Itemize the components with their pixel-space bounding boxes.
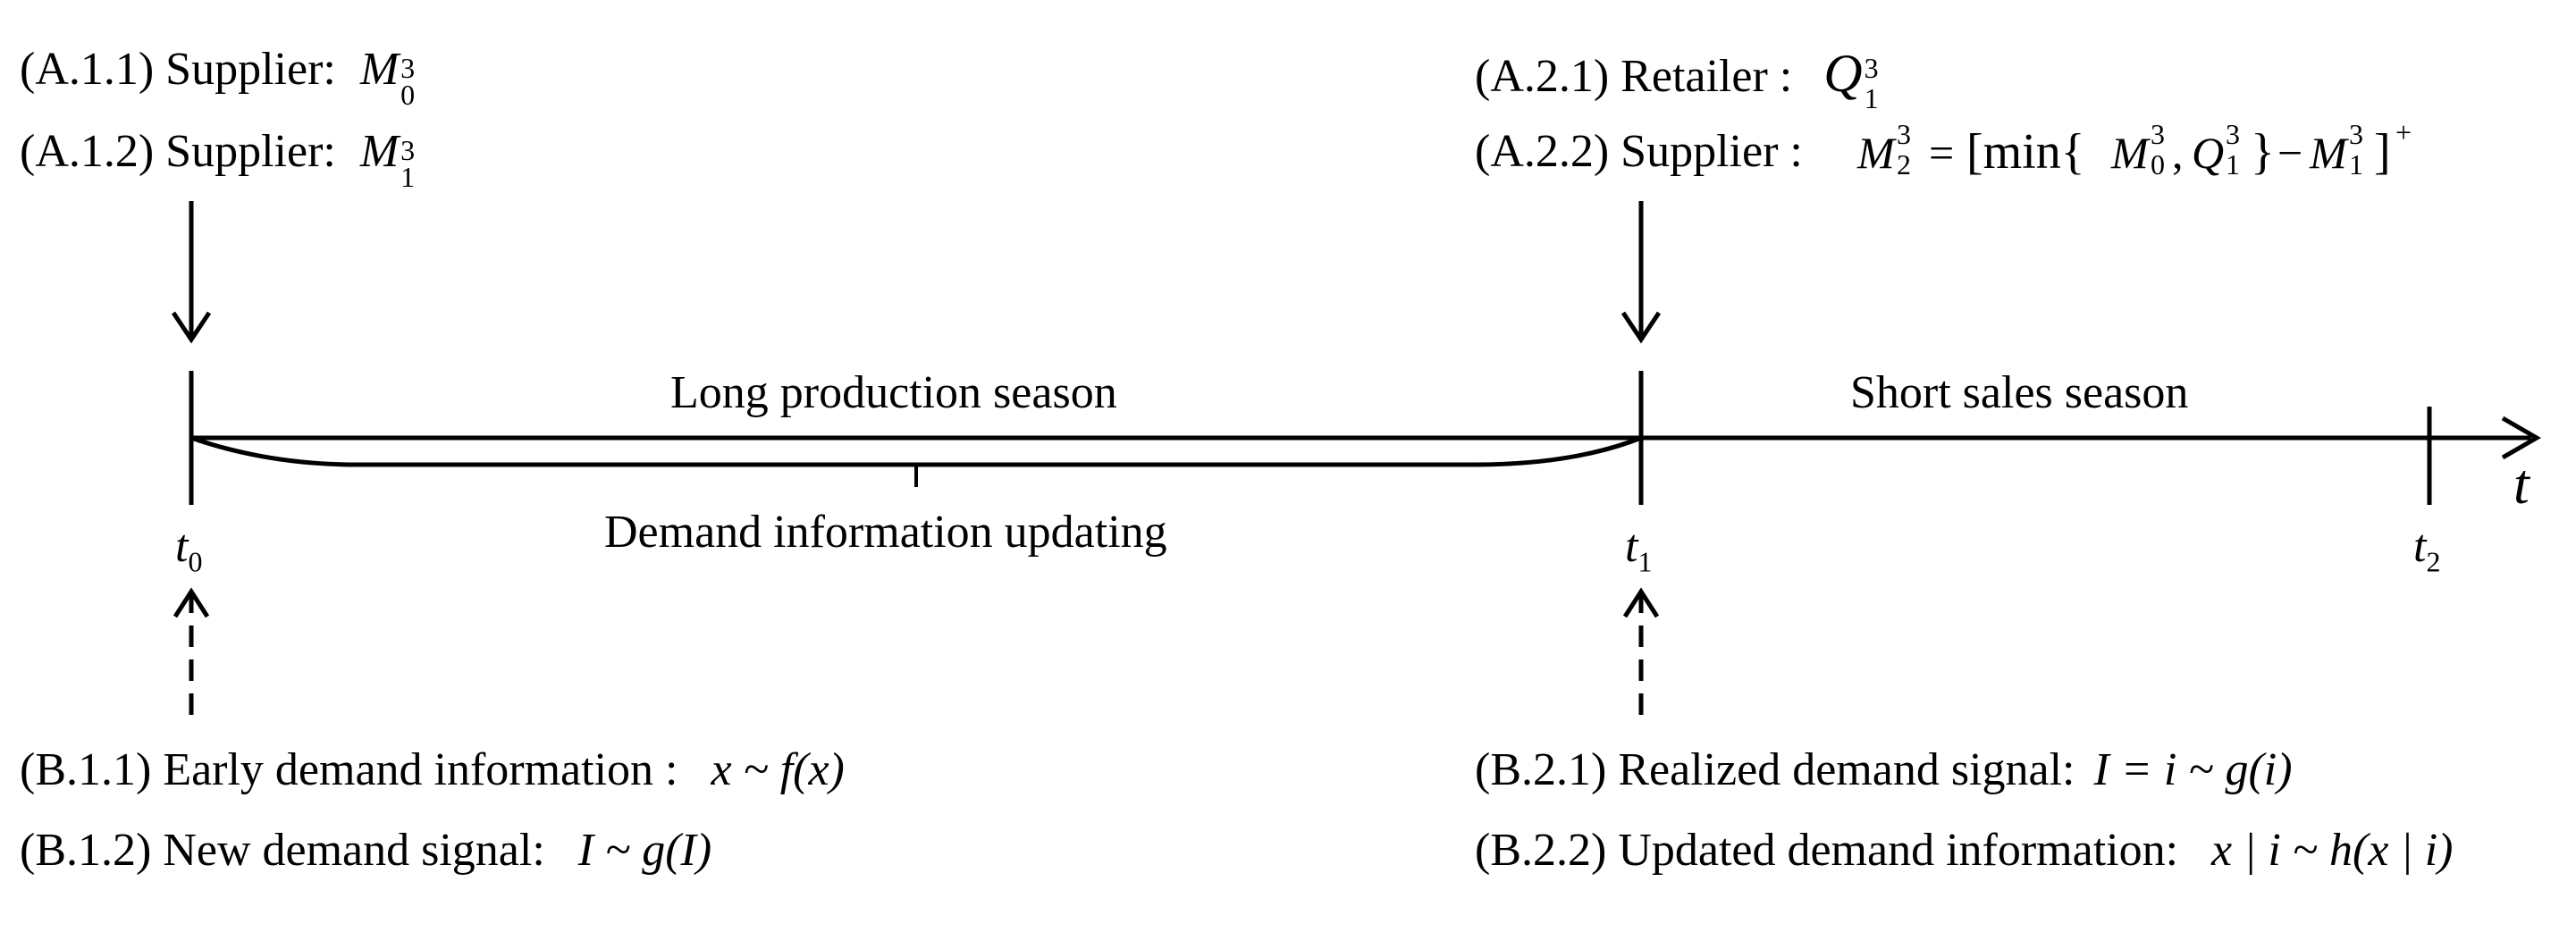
arrow-b1-head (173, 587, 210, 618)
event-b21: (B.2.1) Realized demand signal: I = i ~ … (1475, 743, 2293, 796)
event-b12-tag: (B.1.2) New demand signal: (20, 825, 545, 876)
event-a21-tag: (A.2.1) Retailer : (1475, 51, 1793, 102)
event-b21-expr: I = i ~ g(i) (2093, 744, 2293, 795)
tick-label-t1: t1 (1625, 521, 1653, 578)
event-a11-tag: (A.1.1) Supplier: (20, 44, 336, 95)
event-b11-expr: x ~ f(x) (711, 744, 845, 795)
axis-variable-t: t (2513, 452, 2530, 516)
event-b22: (B.2.2) Updated demand information: x | … (1475, 824, 2453, 877)
arrow-b2-head (1622, 587, 1660, 618)
event-a22-tag: (A.2.2) Supplier : (1475, 126, 1803, 177)
arrow-a1-head (171, 311, 212, 344)
event-a22-formula: M 3 2 = [min{ M 3 0 , Q 3 1 } − M 3 1 ] … (1857, 116, 2412, 181)
event-a22: (A.2.2) Supplier : (1475, 125, 1803, 178)
event-a12-tag: (A.1.2) Supplier: (20, 126, 336, 177)
time-axis-arrowhead (2501, 416, 2541, 460)
tick-label-t2: t2 (2413, 521, 2441, 578)
event-b12-expr: I ~ g(I) (577, 825, 712, 876)
event-b12: (B.1.2) New demand signal: I ~ g(I) (20, 824, 711, 877)
season-brace (190, 435, 1642, 467)
event-b11: (B.1.1) Early demand information : x ~ f… (20, 743, 845, 796)
short-season-label: Short sales season (1850, 367, 2189, 418)
event-b11-tag: (B.1.1) Early demand information : (20, 744, 678, 795)
demand-updating-label: Demand information updating (604, 507, 1167, 558)
event-b22-tag: (B.2.2) Updated demand information: (1475, 825, 2179, 876)
event-b22-expr: x | i ~ h(x | i) (2211, 825, 2454, 876)
event-b21-tag: (B.2.1) Realized demand signal: (1475, 744, 2075, 795)
arrow-a2-head (1621, 311, 1662, 344)
long-season-label: Long production season (670, 367, 1117, 418)
tick-label-t0: t0 (175, 521, 203, 578)
